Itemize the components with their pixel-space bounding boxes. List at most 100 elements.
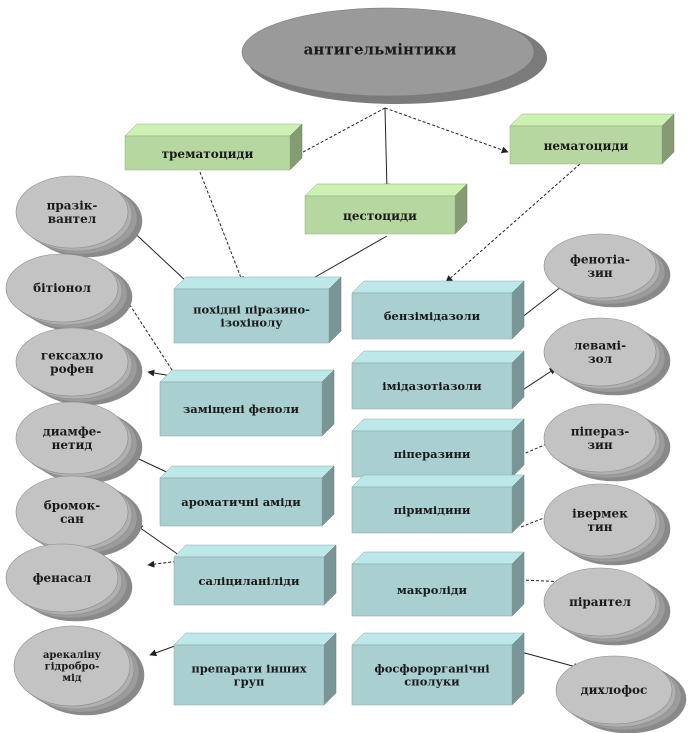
class-box-benzimidazoles: бензімідазоли <box>351 280 525 340</box>
class-box-salicylanilides: саліциланіліди <box>173 544 337 606</box>
drug-label-arecoline-line: мід <box>62 673 81 684</box>
class-label-salicylanilides-line: саліциланіліди <box>199 574 300 588</box>
class-box-other-groups-top-face <box>173 632 337 646</box>
class-box-organophosphates-front-face <box>351 644 513 706</box>
class-box-praziquantel-derivatives-front-face <box>173 288 330 344</box>
class-label-praziquantel-derivatives-line: ізохінолу <box>220 316 283 330</box>
drug-node-dichlorvos-disc <box>555 655 673 725</box>
class-label-substituted-phenols-line: заміщені феноли <box>183 402 300 416</box>
drug-node-hexachlorophene-disc <box>15 327 129 397</box>
group-box-nematocides: нематоциди <box>509 113 675 165</box>
drug-node-arecoline-disc <box>13 625 131 707</box>
class-label-praziquantel-derivatives-line: похідні піразино- <box>193 302 310 316</box>
class-box-aromatic-amides-front-face <box>159 477 323 527</box>
drug-node-bithionol: бітіонол <box>5 253 133 332</box>
drug-label-praziquantel-line: празік- <box>47 198 98 212</box>
drug-label-phenothiazine-line: фенотіа- <box>570 252 630 266</box>
group-box-nematocides-top-face <box>509 113 675 127</box>
class-box-imidazothiazoles: імідазотіазоли <box>351 350 525 410</box>
group-box-trematocides-top-face <box>124 123 303 137</box>
class-label-pyrimidines-line: піримідини <box>394 503 471 517</box>
drug-label-levamisole-line: левамі- <box>574 338 626 352</box>
class-box-praziquantel-derivatives: похідні піразино-ізохінолу <box>173 276 342 344</box>
class-box-pyrimidines-top-face <box>351 474 525 488</box>
class-box-aromatic-amides: ароматичні аміди <box>159 465 335 527</box>
drug-label-diamphenetide-line: диамфе- <box>43 424 102 438</box>
connector-benzimidazoles-phenothiazine <box>520 282 567 319</box>
class-label-imidazothiazoles-line: імідазотіазоли <box>382 379 482 393</box>
drug-node-phenothiazine-disc <box>543 233 657 299</box>
drug-label-piperazine-line: піпераз- <box>571 424 630 438</box>
group-label-trematocides: трематоциди <box>162 147 254 161</box>
drug-node-levamisole: левамі-зол <box>543 317 671 396</box>
class-label-piperazines-line: піперазини <box>394 447 471 461</box>
group-nodes: трематоциди цестоциди нематоциди <box>124 113 675 235</box>
drug-node-levamisole-disc <box>543 317 657 387</box>
drug-node-pyrantel: пірантел <box>543 567 671 646</box>
group-label-nematocides: нематоциди <box>544 139 629 153</box>
connector-trematocides-praziquantel-derivatives <box>199 171 244 284</box>
drug-node-piperazine: піпераз-зин <box>543 403 671 482</box>
drug-node-diamphenetide-disc <box>15 401 129 475</box>
connector-root-cestocides <box>383 107 391 191</box>
class-label-organophosphates-line: фосфорорганічні <box>374 661 490 675</box>
drug-label-levamisole-line: зол <box>588 352 613 366</box>
drug-label-arecoline-line: гідробро- <box>45 662 100 673</box>
drug-label-piperazine-line: зин <box>587 438 613 452</box>
drug-node-dichlorvos: дихлофос <box>555 655 687 733</box>
drug-label-praziquantel-line: вантел <box>48 212 97 226</box>
group-box-trematocides: трематоциди <box>124 123 303 171</box>
connector-pyrimidines-ivermectin <box>520 513 555 528</box>
drug-label-arecoline-line: арекаліну <box>43 650 102 661</box>
class-box-macrolides-top-face <box>351 551 525 565</box>
drug-label-hexachlorophene-line: рофен <box>50 362 94 376</box>
class-box-salicylanilides-top-face <box>173 544 337 558</box>
class-box-macrolides: макроліди <box>351 551 525 617</box>
drug-node-fenasal: фенасал <box>5 543 133 622</box>
drug-nodes: празік-вантелбітіонолгексахлорофендиамфе… <box>5 175 687 733</box>
drug-node-pyrantel-disc <box>543 567 657 637</box>
class-box-pyrimidines-front-face <box>351 486 513 534</box>
class-box-imidazothiazoles-front-face <box>351 362 513 410</box>
drug-node-praziquantel: празік-вантел <box>15 175 143 258</box>
class-label-other-groups-line: препарати інших <box>191 661 306 675</box>
class-box-praziquantel-derivatives-side-face <box>328 276 342 344</box>
class-label-aromatic-amides-line: ароматичні аміди <box>181 495 301 509</box>
drug-label-ivermectin-line: тин <box>587 520 612 534</box>
root-label-line: антигельмінтики <box>304 40 457 58</box>
class-box-aromatic-amides-top-face <box>159 465 335 479</box>
class-box-organophosphates-top-face <box>351 632 525 646</box>
drug-label-hexachlorophene-line: гексахло <box>41 348 103 362</box>
group-label-cestocides: цестоциди <box>343 209 417 223</box>
drug-label-phenothiazine-line: зин <box>587 266 613 280</box>
class-label-organophosphates-line: сполуки <box>404 675 460 689</box>
class-box-organophosphates-side-face <box>511 632 525 706</box>
drug-node-piperazine-disc <box>543 403 657 473</box>
drug-label-fenasal-line: фенасал <box>33 571 92 585</box>
drug-label-ivermectin-line: івермек <box>572 506 628 520</box>
drug-label-pyrantel-line: пірантел <box>569 595 631 609</box>
class-box-pyrimidines: піримідини <box>351 474 525 534</box>
class-box-substituted-phenols: заміщені феноли <box>159 369 335 437</box>
class-box-piperazines: піперазини <box>351 418 525 478</box>
drug-node-phenothiazine: фенотіа-зин <box>543 233 671 308</box>
class-box-salicylanilides-front-face <box>173 556 325 606</box>
root-ellipse <box>241 7 535 97</box>
drug-node-ivermectin-disc <box>543 483 657 557</box>
class-nodes: похідні піразино-ізохінолу заміщені фенол… <box>159 276 525 706</box>
group-box-cestocides: цестоциди <box>304 183 468 235</box>
class-label-benzimidazoles-line: бензімідазоли <box>384 309 481 323</box>
class-box-other-groups-front-face <box>173 644 325 706</box>
class-box-macrolides-front-face <box>351 563 513 617</box>
drug-label-bromoxan-line: сан <box>60 512 84 526</box>
group-box-nematocides-front-face <box>509 125 663 165</box>
connector-root-trematocides <box>291 107 386 159</box>
connector-organophosphates-dichlorvos <box>520 651 581 670</box>
class-box-praziquantel-derivatives-top-face <box>173 276 342 290</box>
